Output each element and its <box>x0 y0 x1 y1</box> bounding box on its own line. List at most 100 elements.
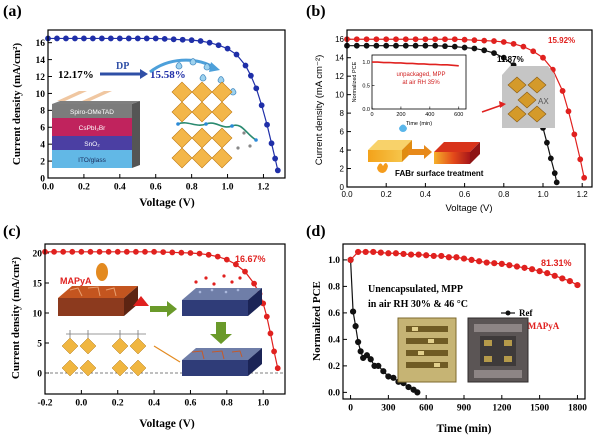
panel-b-series-0-point <box>393 42 399 49</box>
panel-b-series-1-point <box>581 174 588 181</box>
panel-d-series-1-point <box>566 277 573 285</box>
panel-b-pce-ref: 11.87% <box>497 55 524 64</box>
panel-b-series-1-point <box>451 36 458 43</box>
panel-c-series-0-point <box>114 248 121 255</box>
panel-c-xtick-label: 0.4 <box>148 399 160 409</box>
panel-b-series-1-point <box>577 156 584 163</box>
panel-d-xtick-label: 900 <box>457 404 472 414</box>
panel-a-ytick-label: 14 <box>36 56 46 66</box>
panel-b-series-0-point <box>412 42 419 49</box>
panel-c-ytick-label: 0 <box>37 369 42 379</box>
panel-b-series-0-point <box>461 44 468 51</box>
panel-c-series-0-point <box>78 248 85 255</box>
inset-ytick-label: 0.5 <box>362 84 370 90</box>
panel-a-series-0-point <box>81 35 87 42</box>
panel-a-pce-before: 12.17% <box>58 69 94 81</box>
panel-b-ytick-label: 16 <box>335 35 344 44</box>
panel-d-series-1-point <box>528 266 536 273</box>
panel-b-series-0-point <box>491 50 497 56</box>
panel-b-series-0-point <box>442 43 448 50</box>
panel-b-series-1-point <box>363 36 370 43</box>
panel-d-ytick-label: 0.8 <box>328 283 340 293</box>
panel-d-ytick-label: 0.4 <box>328 336 340 346</box>
panel-d-ytick-label: 0.2 <box>328 362 340 372</box>
panel-c-series-0-point <box>151 248 157 255</box>
panel-d-series-0-point <box>349 308 357 315</box>
panel-c-series-0-point <box>251 280 257 287</box>
panel-b-series-1-point <box>491 38 497 44</box>
panel-d-series-1-point <box>385 250 392 257</box>
panel-d-ytick-label: 0.6 <box>328 309 340 319</box>
panel-a-series-0-point <box>72 35 78 42</box>
panel-b-series-0-point <box>402 42 409 49</box>
panel-d-series-0-point <box>363 352 371 359</box>
panel-d-series-1-point <box>377 249 384 256</box>
panel-b-series-1-point <box>540 54 546 61</box>
panel-d-series-1-point <box>521 264 528 271</box>
panel-a-xtick-label: 1.2 <box>258 183 270 193</box>
panel-b-series-1-point <box>530 48 537 55</box>
panel-a-xlabel: Voltage (V) <box>139 197 195 209</box>
panel-d-series-1-point <box>574 281 581 289</box>
panel-d-ytick-label: 0.0 <box>328 389 340 399</box>
panel-a-series-0-point <box>54 35 60 42</box>
panel-b-ytick-label: 8 <box>340 109 345 118</box>
panel-a-ytick-label: 10 <box>36 90 46 100</box>
panel-c-series-0-point <box>96 248 103 255</box>
panel-d-xtick-label: 1500 <box>530 404 549 414</box>
panel-d-xtick-label: 600 <box>419 404 434 414</box>
inset-trace <box>372 61 459 67</box>
panel-a-ylabel: Current density (mA/cm²) <box>11 43 23 166</box>
panel-d-series-1-point <box>445 254 452 261</box>
panel-a-ytick-label: 8 <box>40 107 45 117</box>
panel-c-ylabel: Current density (mA/cm²) <box>10 257 22 380</box>
panel-a-xtick-label: 0.4 <box>114 183 126 193</box>
device-stack-illustration: Spiro-OMeTAD CsPbI₂Br SnO₂ ITO/glass <box>52 91 140 168</box>
panel-a-xtick-label: 0.6 <box>150 183 162 193</box>
panel-a-series-0-point <box>134 35 141 42</box>
panel-d-series-0-point <box>385 373 392 380</box>
panel-c-pce-best: 16.67% <box>235 254 266 264</box>
panel-b-series-1-point <box>481 37 488 44</box>
panel-d-series-1-point <box>415 251 422 258</box>
panel-a-xtick-label: 1.0 <box>222 183 234 193</box>
panel-c-ytick-label: 20 <box>33 249 43 259</box>
panel-b-series-1-point <box>373 36 380 43</box>
layer-spiro <box>52 104 132 118</box>
panel-d-ytick-label: 1.0 <box>328 256 340 266</box>
panel-d-xtick-label: 0 <box>348 404 353 414</box>
panel-a-arrow-label: DP <box>116 61 129 72</box>
panel-b-series-1-point <box>500 39 507 45</box>
panel-b-series-0-point <box>363 42 370 49</box>
panel-b-series-0-point <box>471 45 478 52</box>
panel-b-ylabel: Current density (mA cm⁻²) <box>314 55 325 166</box>
panel-a-series-0-point <box>179 36 186 43</box>
panel-b-series-1-point <box>353 36 360 43</box>
panel-a-series-0-point <box>224 45 231 52</box>
panel-d-pce-end: 81.31% <box>541 258 572 268</box>
panel-c-series-0-point <box>105 248 112 255</box>
panel-d-series-1-point <box>453 254 460 261</box>
inset-subtitle: at air RH 35% <box>402 80 440 86</box>
panel-c-series-0-point <box>196 250 203 257</box>
panel-d-series-0-point <box>390 374 397 381</box>
panel-b-series-0-point <box>547 155 554 162</box>
panel-d-series-1-point <box>362 248 369 256</box>
panel-b-series-0-point <box>432 42 439 49</box>
panel-d-series-1-point <box>513 263 521 270</box>
panel-a-series-0-point <box>98 35 105 42</box>
legend-mapya: w MAPyA <box>519 321 560 331</box>
panel-b-series-1-point <box>571 131 578 138</box>
panel-a-xtick-label: 0.2 <box>78 183 90 193</box>
panel-a-series-0-point <box>197 38 204 44</box>
layer-ito <box>52 150 132 168</box>
panel-a-series-0-point <box>143 35 150 42</box>
panel-a-ytick-label: 4 <box>40 140 45 150</box>
inset-xtick-label: 400 <box>425 112 434 118</box>
panel-b-xtick-label: 0.6 <box>459 190 471 199</box>
